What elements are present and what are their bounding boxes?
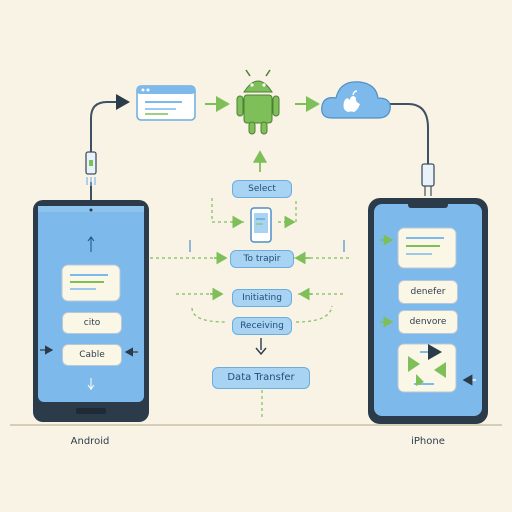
android-phone xyxy=(33,94,149,422)
step-data-transfer[interactable]: Data Transfer xyxy=(212,367,310,389)
android-card-cito[interactable]: cito xyxy=(62,312,122,334)
browser-window-icon xyxy=(136,85,196,121)
android-card-lines xyxy=(61,264,121,302)
step-select[interactable]: Select xyxy=(232,180,292,198)
iphone-card-denefer[interactable]: denefer xyxy=(398,280,458,304)
iphone-card-denvore[interactable]: denvore xyxy=(398,310,458,334)
apple-cloud-icon xyxy=(321,81,391,119)
android-robot-icon xyxy=(236,69,280,135)
step-to-transfer[interactable]: To trapir xyxy=(230,250,294,268)
android-label: Android xyxy=(70,436,110,447)
android-card-cable[interactable]: Cable xyxy=(62,344,122,366)
arrow-down-to-data-transfer xyxy=(255,338,267,356)
step-initiating[interactable]: Initiating xyxy=(232,289,292,307)
iphone-transfer-card xyxy=(397,343,457,393)
iphone-label: iPhone xyxy=(411,436,445,447)
iphone-card-lines xyxy=(397,227,457,269)
step-receiving[interactable]: Receiving xyxy=(232,317,292,335)
small-phone-icon xyxy=(250,207,272,243)
